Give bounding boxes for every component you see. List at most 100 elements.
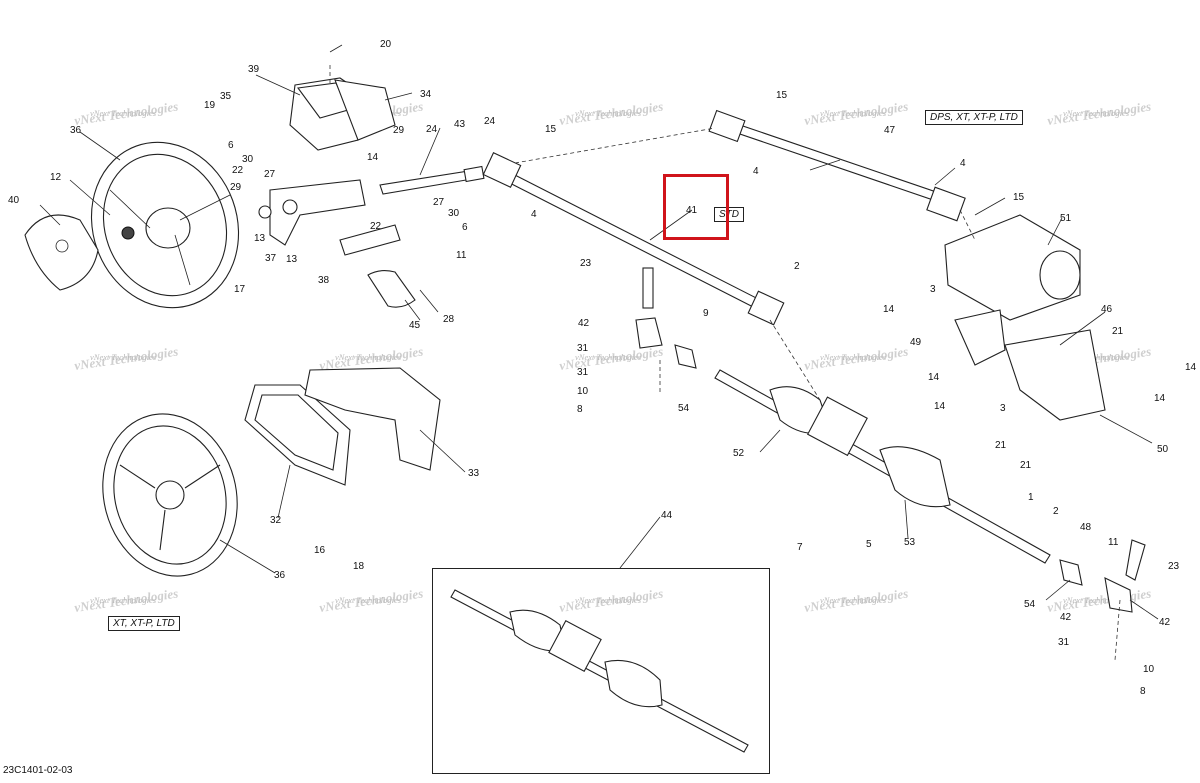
connector-lines xyxy=(329,65,1121,661)
callout-16: 16 xyxy=(314,545,326,556)
callout-14: 14 xyxy=(1185,362,1197,373)
callout-19: 19 xyxy=(204,100,216,111)
callout-3: 3 xyxy=(1000,403,1006,414)
callout-5: 5 xyxy=(866,539,872,550)
watermark: vNext Technologies xyxy=(1063,352,1130,362)
inset-frame xyxy=(432,568,770,774)
callout-36: 36 xyxy=(70,125,82,136)
callout-53: 53 xyxy=(904,537,916,548)
tie-rod-ends xyxy=(635,267,1146,613)
watermark: vNext Technologies xyxy=(90,595,157,605)
intermediate-shaft-std xyxy=(482,152,785,326)
watermark: vNext Technologies xyxy=(90,108,157,118)
callout-14: 14 xyxy=(934,401,946,412)
watermark: vNext Technologies xyxy=(820,108,887,118)
watermark: vNext Technologies xyxy=(820,595,887,605)
callout-24: 24 xyxy=(484,116,496,127)
callout-4: 4 xyxy=(753,166,759,177)
callout-17: 17 xyxy=(234,284,246,295)
callout-42: 42 xyxy=(1060,612,1072,623)
callout-15: 15 xyxy=(1013,192,1025,203)
callout-labels: 20 39 34 35 19 36 6 30 27 29 14 43 24 24… xyxy=(8,39,1197,697)
callout-6: 6 xyxy=(228,140,234,151)
watermark: vNext Technologies xyxy=(335,352,402,362)
callout-15: 15 xyxy=(776,90,788,101)
callout-27: 27 xyxy=(433,197,445,208)
callout-15: 15 xyxy=(545,124,557,135)
callout-14: 14 xyxy=(367,152,379,163)
callout-9: 9 xyxy=(703,308,709,319)
callout-21: 21 xyxy=(1020,460,1032,471)
steering-wheel-cover xyxy=(24,214,99,291)
callout-54: 54 xyxy=(1024,599,1036,610)
callout-1: 1 xyxy=(1028,492,1034,503)
callout-38: 38 xyxy=(318,275,330,286)
callout-45: 45 xyxy=(409,320,421,331)
callout-42: 42 xyxy=(578,318,590,329)
callout-4: 4 xyxy=(531,209,537,220)
callout-7: 7 xyxy=(797,542,803,553)
callout-21: 21 xyxy=(1112,326,1124,337)
callout-21: 21 xyxy=(995,440,1007,451)
callout-10: 10 xyxy=(1143,664,1155,675)
instrument-panel-cover xyxy=(244,367,441,486)
callout-51: 51 xyxy=(1060,213,1072,224)
instrument-cluster xyxy=(289,77,396,151)
variant-label-xt: XT, XT-P, LTD xyxy=(108,616,180,631)
watermark: vNext Technologies xyxy=(820,352,887,362)
diagram-id: 23C1401-02-03 xyxy=(3,765,73,776)
callout-6: 6 xyxy=(462,222,468,233)
callout-48: 48 xyxy=(1080,522,1092,533)
watermark: vNext Technologies xyxy=(575,595,642,605)
callout-33: 33 xyxy=(468,468,480,479)
variant-label-dps: DPS, XT, XT-P, LTD xyxy=(925,110,1023,125)
callout-41: 41 xyxy=(686,205,698,216)
callout-54: 54 xyxy=(678,403,690,414)
callout-31: 31 xyxy=(577,367,589,378)
callout-13: 13 xyxy=(286,254,298,265)
callout-12: 12 xyxy=(50,172,62,183)
callout-8: 8 xyxy=(1140,686,1146,697)
watermark: vNext Technologies xyxy=(335,595,402,605)
watermark: vNext Technologies xyxy=(575,352,642,362)
callout-50: 50 xyxy=(1157,444,1169,455)
steering-wheel-lower xyxy=(102,413,238,577)
callout-52: 52 xyxy=(733,448,745,459)
intermediate-shaft-dps xyxy=(708,109,966,222)
watermark: vNext Technologies xyxy=(1063,108,1130,118)
callout-31: 31 xyxy=(577,343,589,354)
callout-2: 2 xyxy=(1053,506,1059,517)
callout-46: 46 xyxy=(1101,304,1113,315)
callout-27: 27 xyxy=(264,169,276,180)
callout-14: 14 xyxy=(883,304,895,315)
callout-20: 20 xyxy=(380,39,392,50)
callout-13: 13 xyxy=(254,233,266,244)
leader-lines xyxy=(39,44,1159,620)
watermark: vNext Technologies xyxy=(90,352,157,362)
callout-2: 2 xyxy=(794,261,800,272)
callout-14: 14 xyxy=(928,372,940,383)
callout-36: 36 xyxy=(274,570,286,581)
callout-8: 8 xyxy=(577,404,583,415)
callout-40: 40 xyxy=(8,195,20,206)
steering-rack xyxy=(714,369,1051,564)
callout-32: 32 xyxy=(270,515,282,526)
steering-wheel-upper xyxy=(90,141,240,309)
callout-11: 11 xyxy=(1108,537,1119,548)
inset-rack xyxy=(450,589,749,753)
callout-29: 29 xyxy=(393,125,405,136)
callout-10: 10 xyxy=(577,386,589,397)
callout-30: 30 xyxy=(242,154,254,165)
callout-4: 4 xyxy=(960,158,966,169)
callout-22: 22 xyxy=(232,165,244,176)
callout-18: 18 xyxy=(353,561,365,572)
callout-49: 49 xyxy=(910,337,922,348)
callout-35: 35 xyxy=(220,91,232,102)
callout-39: 39 xyxy=(248,64,260,75)
callout-24: 24 xyxy=(426,124,438,135)
callout-28: 28 xyxy=(443,314,455,325)
steering-column-bracket xyxy=(258,179,366,246)
callout-30: 30 xyxy=(448,208,460,219)
